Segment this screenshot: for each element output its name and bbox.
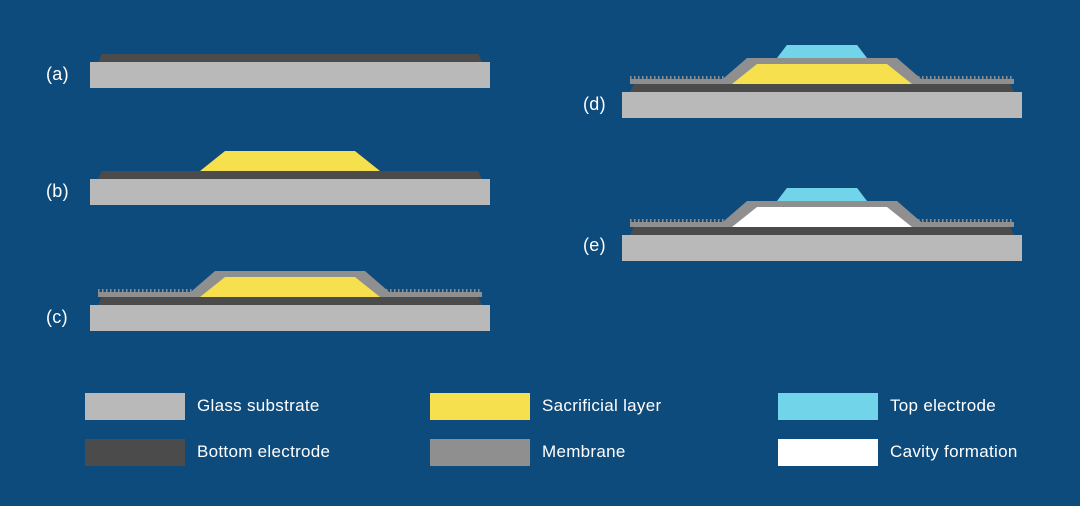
step-label-d: (d) (583, 94, 606, 114)
glass-substrate-layer (90, 62, 490, 88)
legend-item-glass-substrate: Glass substrate (85, 392, 320, 420)
cavity-layer (732, 207, 912, 227)
legend-swatch-membrane (430, 438, 530, 466)
legend-label-cavity-formation: Cavity formation (890, 442, 1018, 461)
bottom-electrode-layer (98, 54, 482, 62)
bottom-electrode-layer (98, 297, 482, 305)
legend-item-bottom-electrode: Bottom electrode (85, 438, 330, 466)
glass-substrate-layer (90, 305, 490, 331)
device-step-e (622, 181, 1022, 261)
legend-label-sacrificial-layer: Sacrificial layer (542, 396, 662, 415)
glass-substrate-layer (90, 179, 490, 205)
legend-swatch-bottom-electrode (85, 438, 185, 466)
legend-item-top-electrode: Top electrode (778, 392, 996, 420)
legend-label-bottom-electrode: Bottom electrode (197, 442, 331, 461)
legend-label-top-electrode: Top electrode (890, 396, 996, 415)
device-step-b (90, 125, 490, 205)
legend-item-cavity-formation: Cavity formation (778, 438, 1018, 466)
legend-item-sacrificial-layer: Sacrificial layer (430, 392, 661, 420)
device-step-c (90, 251, 490, 331)
legend-item-membrane: Membrane (430, 438, 626, 466)
sacrificial-layer (200, 151, 380, 171)
step-label-a: (a) (46, 64, 69, 84)
legend-swatch-cavity-formation (778, 438, 878, 466)
glass-substrate-layer (622, 92, 1022, 118)
step-label-c: (c) (46, 307, 68, 327)
bottom-electrode-layer (98, 171, 482, 179)
bottom-electrode-layer (630, 227, 1014, 235)
step-label-e: (e) (583, 235, 606, 255)
top-electrode-layer (777, 188, 867, 201)
legend-label-membrane: Membrane (542, 442, 626, 461)
legend-swatch-sacrificial-layer (430, 392, 530, 420)
bottom-electrode-layer (630, 84, 1014, 92)
sacrificial-layer (732, 64, 912, 84)
device-step-a (90, 8, 490, 88)
glass-substrate-layer (622, 235, 1022, 261)
step-label-b: (b) (46, 181, 69, 201)
legend-swatch-top-electrode (778, 392, 878, 420)
sacrificial-layer (200, 277, 380, 297)
legend-swatch-glass-substrate (85, 392, 185, 420)
legend-label-glass-substrate: Glass substrate (197, 396, 320, 415)
device-step-d (622, 38, 1022, 118)
top-electrode-layer (777, 45, 867, 58)
